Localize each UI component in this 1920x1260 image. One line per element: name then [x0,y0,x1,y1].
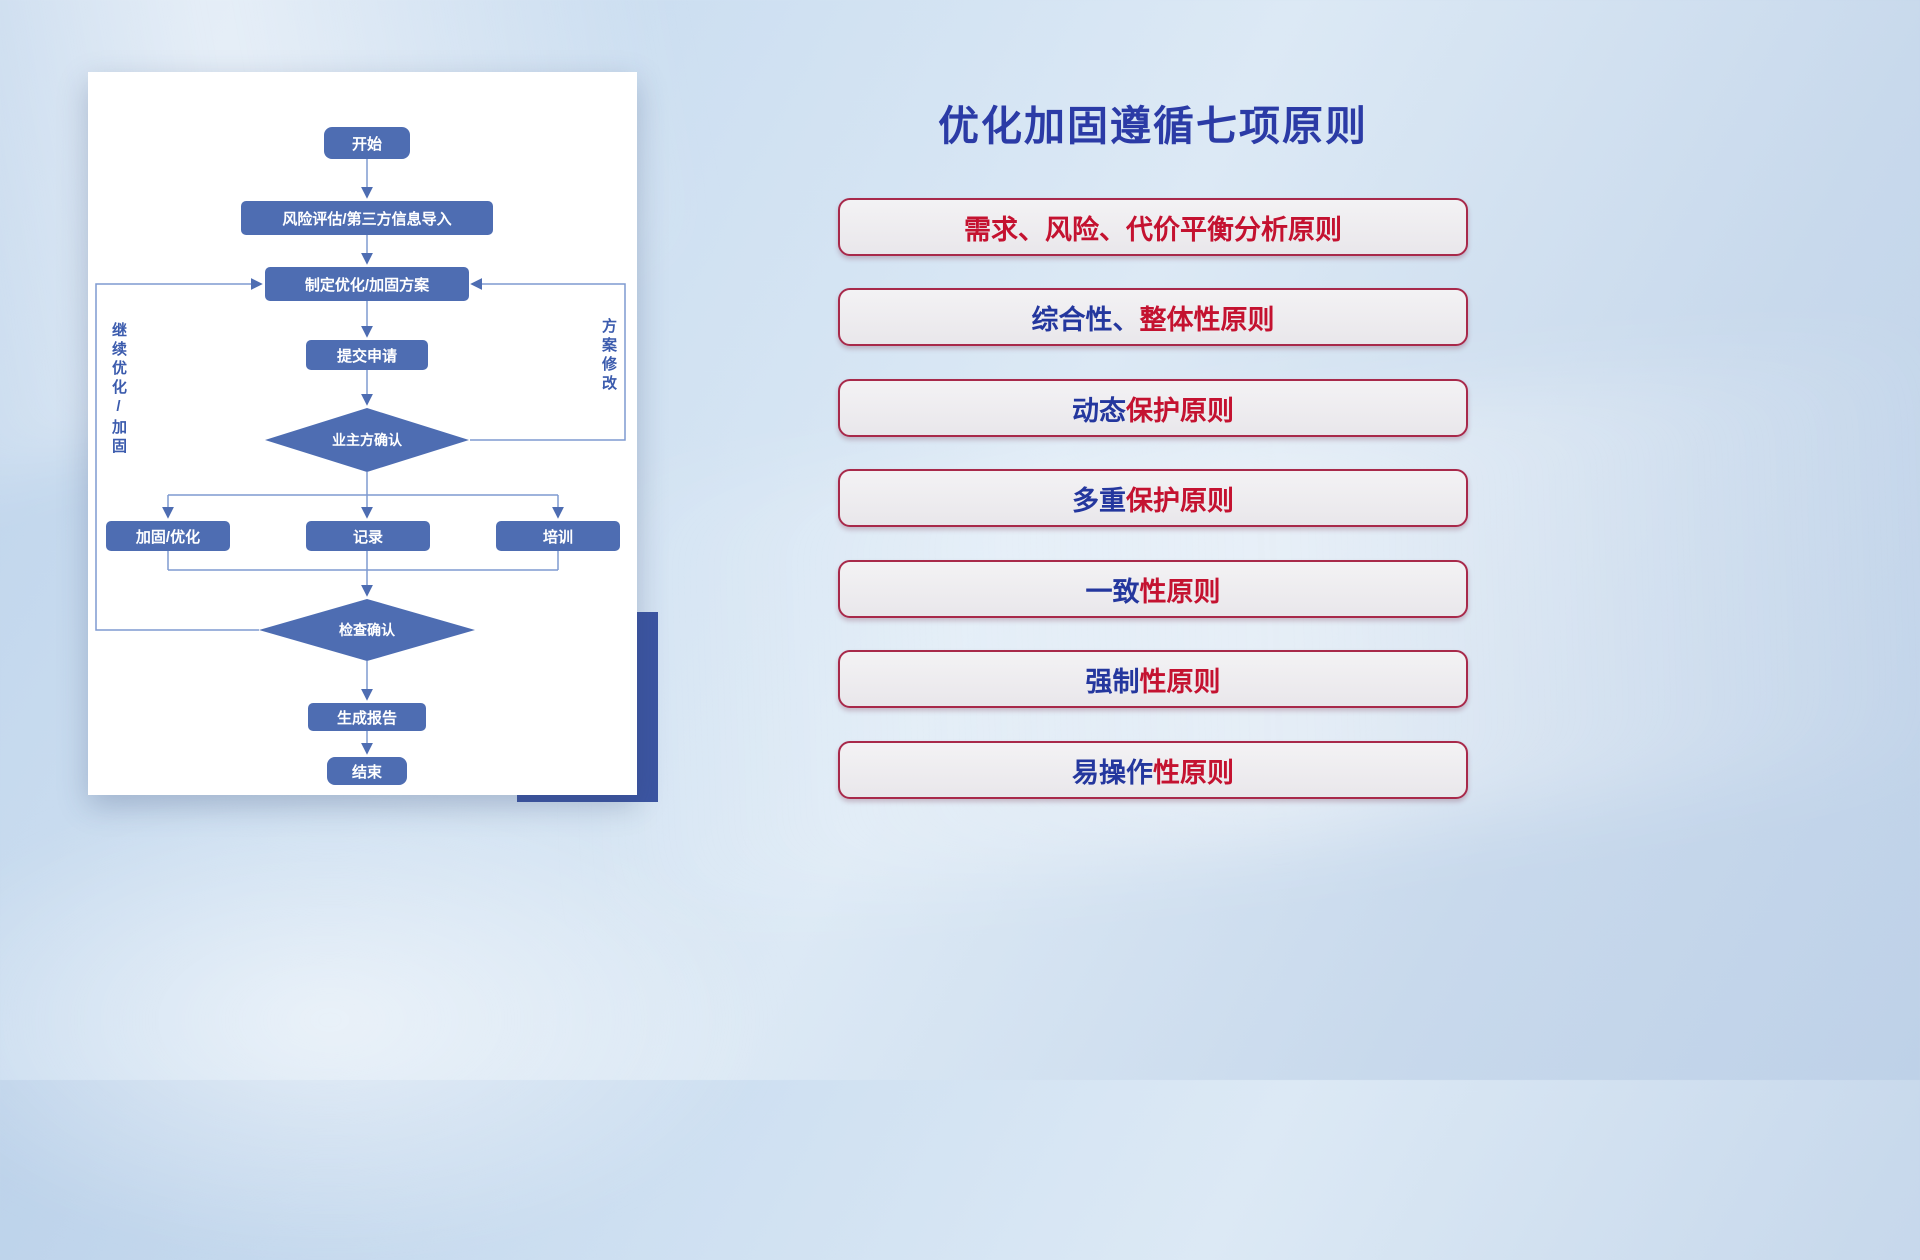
principle-2-prefix: 综合性、 [1031,304,1140,335]
principle-4-text: 保护原则 [1126,485,1234,516]
principle-6-text: 性原则 [1139,666,1221,697]
principle-card-7: 易操作性原则 [838,741,1468,799]
flowchart-connectors [95,159,626,755]
principle-card-3: 动态保护原则 [838,379,1468,437]
flow-edge-label-plan-revision: 方案修改 [600,318,617,394]
principle-6-prefix: 强制 [1085,666,1140,697]
flowchart-panel: 开始 风险评估/第三方信息导入 制定优化/加固方案 提交申请 业主方确认 加固/… [88,72,637,795]
principle-4-prefix: 多重 [1072,485,1126,516]
principle-3-prefix: 动态 [1072,395,1126,426]
principle-card-6: 强制性原则 [838,650,1468,708]
flow-node-make-plan: 制定优化/加固方案 [265,267,469,301]
flow-node-report: 生成报告 [308,703,426,731]
flow-node-record: 记录 [306,521,430,551]
flow-node-start: 开始 [324,127,410,159]
principle-card-1: 需求、风险、代价平衡分析原则 [838,198,1468,256]
principle-7-text: 性原则 [1153,757,1234,788]
flow-node-risk-import: 风险评估/第三方信息导入 [241,201,493,235]
principle-5-text: 性原则 [1139,576,1221,607]
principle-card-4: 多重保护原则 [838,469,1468,527]
principle-3-text: 保护原则 [1126,395,1234,426]
principle-7-prefix: 易操作 [1072,757,1153,788]
flow-edge-label-continue-loop: 继续优化/加固 [110,322,127,457]
page-title: 优化加固遵循七项原则 [938,103,1368,149]
principle-card-2: 综合性、整体性原则 [838,288,1468,346]
flow-node-end: 结束 [327,757,407,785]
principle-5-prefix: 一致 [1085,576,1140,607]
flow-node-harden: 加固/优化 [106,521,230,551]
principle-1-text: 需求、风险、代价平衡分析原则 [964,214,1342,245]
principle-2-text: 整体性原则 [1139,304,1275,335]
flow-node-train: 培训 [496,521,620,551]
principle-card-5: 一致性原则 [838,560,1468,618]
background-light-streak [0,780,780,1260]
flow-node-submit: 提交申请 [306,340,428,370]
